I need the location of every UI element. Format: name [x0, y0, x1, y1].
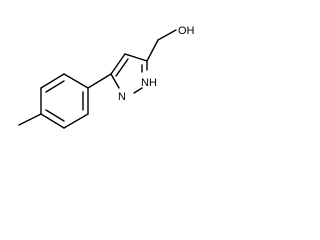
pyrazole-bond: [110, 73, 120, 89]
benzene-bond: [63, 113, 89, 129]
benzene-ring: [40, 73, 89, 129]
nh-label: NH: [141, 77, 157, 89]
chemical-structure-diagram: OH NH N: [18, 25, 195, 129]
methyl-bond: [18, 113, 42, 126]
benzene-bond: [40, 113, 65, 129]
pyrazole-ring: [110, 53, 148, 94]
aryl-pyrazole-bond: [87, 73, 112, 89]
hydroxyl-label: OH: [178, 25, 195, 37]
pyrazole-bond: [133, 87, 143, 94]
methylene-bond: [146, 39, 159, 62]
benzene-bond: [40, 73, 65, 89]
benzene-double-bond: [45, 80, 65, 93]
benzene-double-bond: [45, 109, 65, 122]
pyrazole-bond: [110, 53, 126, 75]
benzene-bond: [63, 73, 89, 89]
pyrazole-bond: [124, 53, 148, 62]
n-label: N: [118, 91, 126, 103]
pyrazole-double-bond: [115, 58, 129, 77]
hydroxyl-bond: [157, 29, 177, 41]
